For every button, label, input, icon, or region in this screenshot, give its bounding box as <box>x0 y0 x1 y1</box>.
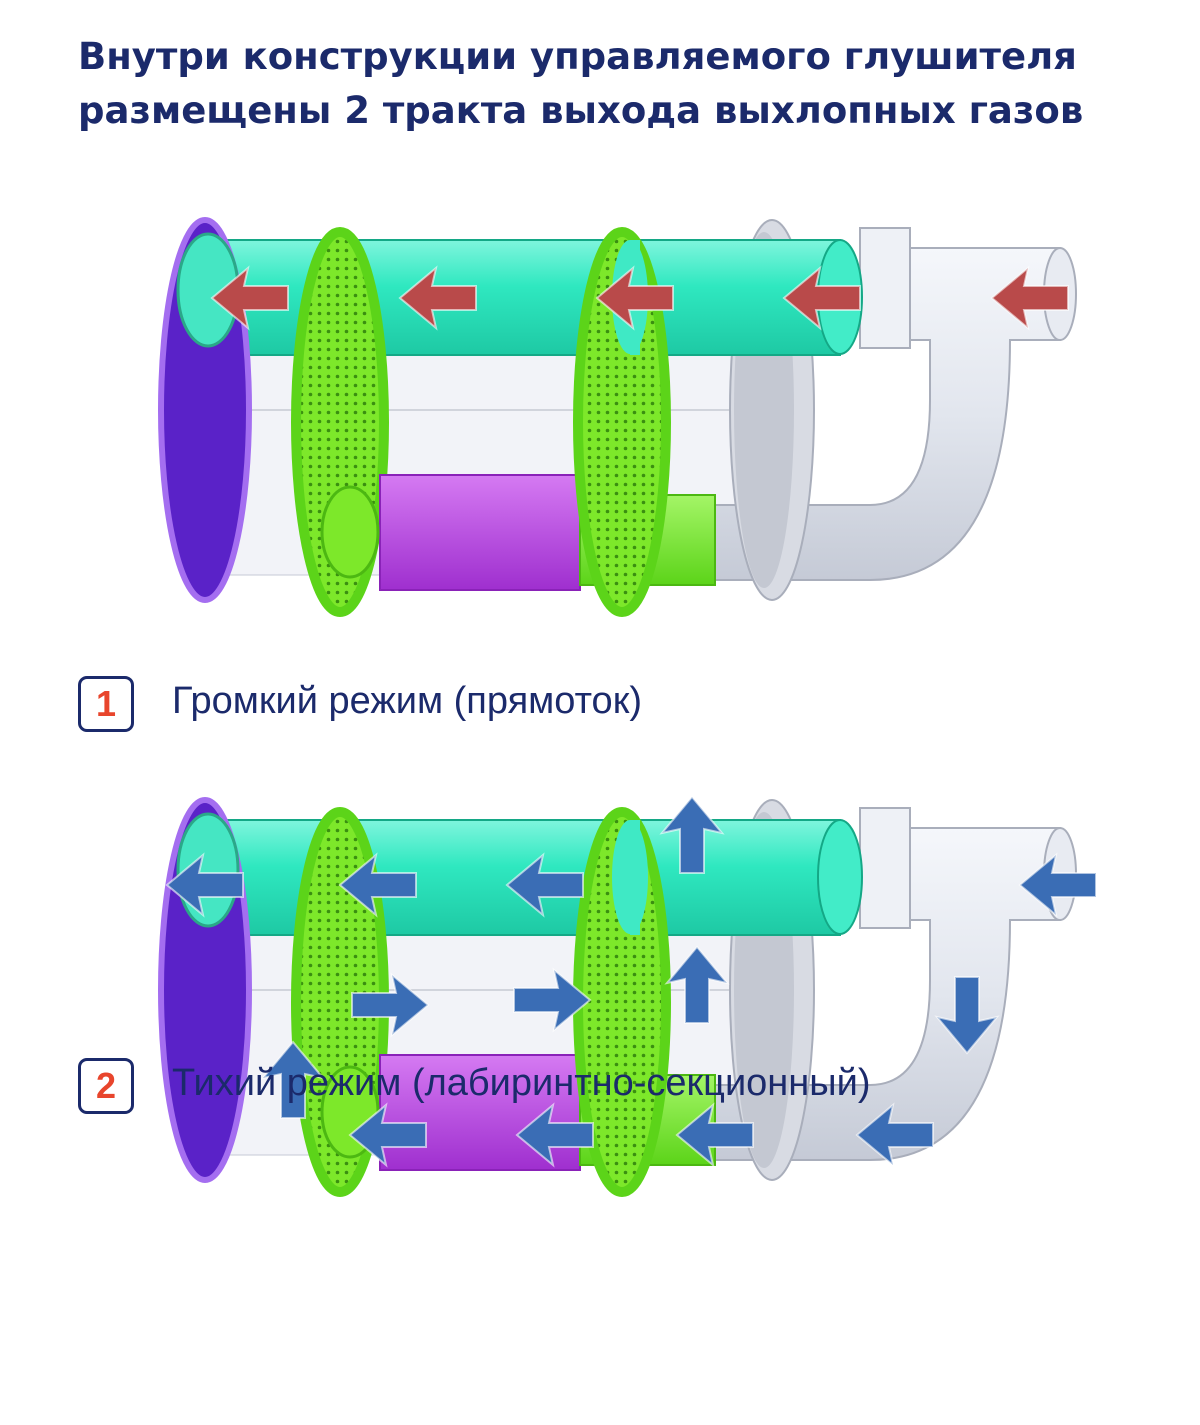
flow-arrow-icon <box>513 967 592 1033</box>
flow-arrow-icon <box>659 795 725 874</box>
flow-arrow-icon <box>515 1102 594 1168</box>
flow-arrow-icon <box>664 945 730 1024</box>
flow-arrow-icon <box>934 976 1000 1055</box>
flow-arrow-icon <box>782 265 861 331</box>
flow-arrow-icon <box>338 852 417 918</box>
mode-quiet: 2 Тихий режим (лабиринтно-секционный) <box>78 1058 872 1114</box>
flow-arrow-icon <box>675 1102 754 1168</box>
mode-number-badge: 2 <box>78 1058 134 1114</box>
flow-arrows <box>210 265 1069 331</box>
flow-arrows <box>165 795 1097 1168</box>
flow-arrow-icon <box>595 265 674 331</box>
flow-arrow-icon <box>398 265 477 331</box>
inlet-flange <box>859 807 911 929</box>
muffler-diagram-loud <box>158 217 1077 617</box>
flow-arrow-icon <box>505 852 584 918</box>
inlet-flange <box>859 227 911 349</box>
flow-arrow-icon <box>165 852 244 918</box>
inlet-elbow-pipe <box>699 247 1061 581</box>
resonator-chamber <box>379 474 581 591</box>
flow-arrow-icon <box>210 265 289 331</box>
flow-arrow-icon <box>1018 852 1097 918</box>
flow-arrow-icon <box>855 1102 934 1168</box>
inlet-elbow-pipe <box>699 827 1061 1161</box>
page-title: Внутри конструкции управляемого глушител… <box>78 35 1084 132</box>
flow-arrow-icon <box>348 1102 427 1168</box>
mode-number-badge: 1 <box>78 676 134 732</box>
flow-arrow-icon <box>351 972 430 1038</box>
flow-arrow-icon <box>990 265 1069 331</box>
muffler-diagram-quiet <box>158 795 1097 1197</box>
mode-label: Громкий режим (прямоток) <box>172 680 642 722</box>
flow-arrow-icon <box>260 1040 326 1119</box>
mode-label: Тихий режим (лабиринтно-секционный) <box>172 1062 871 1104</box>
mode-loud: 1 Громкий режим (прямоток) <box>78 676 642 732</box>
